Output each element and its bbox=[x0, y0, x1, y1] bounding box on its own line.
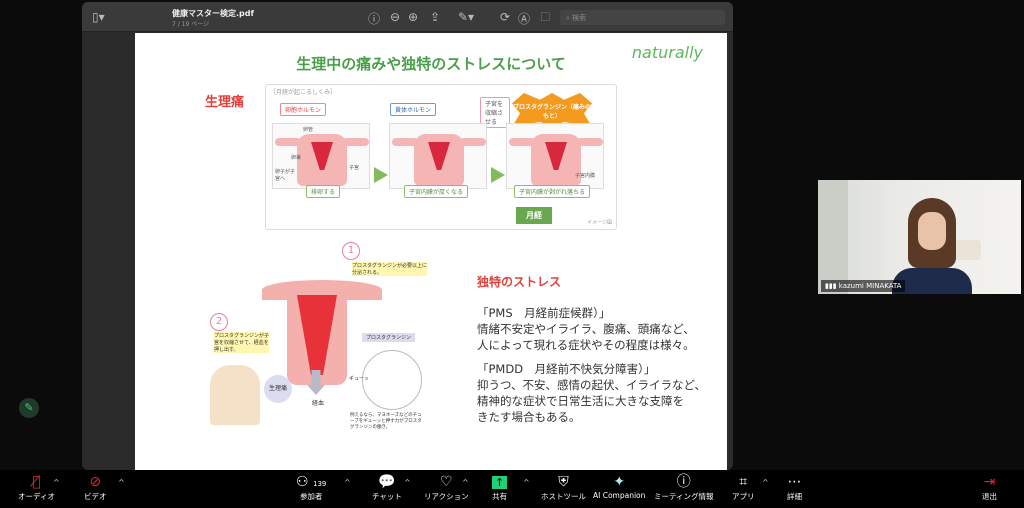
annotate-pen-button[interactable]: ✎ bbox=[19, 398, 39, 418]
audio-button[interactable]: 🎙̸オーディオ bbox=[18, 474, 55, 501]
slide-title: 生理中の痛みや独特のストレスについて bbox=[296, 55, 566, 73]
slide-page: 生理中の痛みや独特のストレスについて naturally 生理痛 ［月経が起こる… bbox=[135, 33, 727, 470]
sparkle-icon: ✦ bbox=[613, 474, 626, 490]
diagram-caption: ［月経が起こるしくみ］ bbox=[270, 89, 337, 96]
tube-illustration bbox=[362, 350, 422, 410]
label-oviduct: 卵管 bbox=[303, 127, 314, 133]
more-button[interactable]: ⋯詳細 bbox=[787, 474, 802, 501]
result-menstruation: 月経 bbox=[516, 207, 552, 224]
panel-shed: 子宮内膜 bbox=[506, 123, 604, 189]
info-icon: ⓘ bbox=[676, 474, 691, 490]
pain-label: 生理痛 bbox=[264, 375, 292, 403]
info-icon[interactable]: ⓘ bbox=[368, 12, 381, 26]
label-hormone1: 卵胞ホルモン bbox=[280, 103, 327, 116]
pmdd-line: 精神的な症状で日常生活に大きな支障を bbox=[477, 394, 684, 408]
prostaglandin-illustration: 1 プロスタグランジンが必要以上に分泌される。 2 プロスタグランジンが子宮を収… bbox=[202, 240, 432, 445]
person-illustration bbox=[210, 365, 260, 425]
share-button[interactable]: ↑共有 bbox=[492, 474, 508, 501]
section-heading-stress: 独特のストレス bbox=[477, 275, 562, 289]
participants-caret[interactable]: ^ bbox=[344, 478, 351, 487]
page-info: 7 / 19 ページ bbox=[172, 21, 210, 28]
share-screen-icon: ↑ bbox=[492, 474, 508, 491]
note-1: プロスタグランジンが必要以上に分泌される。 bbox=[352, 262, 428, 276]
apps-button[interactable]: ⌗アプリ bbox=[732, 474, 755, 501]
markup-icon[interactable]: ✎▾ bbox=[458, 10, 475, 24]
label-uterus: 子宮 bbox=[349, 165, 360, 171]
chat-icon: 💬 bbox=[378, 474, 396, 490]
prostaglandin-burst: プロスタグランジン（痛みのもと） bbox=[512, 93, 592, 127]
heart-icon: ♡ bbox=[440, 474, 453, 490]
pms-line: 人によって現れる症状やその程度は様々。 bbox=[477, 338, 695, 352]
leave-button[interactable]: ⇥退出 bbox=[982, 474, 997, 501]
video-off-icon: ⊘ bbox=[89, 474, 102, 490]
blood-label: 経血 bbox=[312, 400, 325, 407]
note-2: プロスタグランジンが子宮を収縮させて、経血を押し出す。 bbox=[214, 332, 270, 353]
arrow-icon bbox=[374, 167, 388, 183]
video-options-caret[interactable]: ^ bbox=[118, 478, 125, 487]
chat-caret[interactable]: ^ bbox=[404, 478, 411, 487]
pmdd-line: きたす場合もある。 bbox=[477, 410, 581, 424]
brand-logo: naturally bbox=[631, 43, 703, 62]
step-ovulate: 排卵する bbox=[306, 185, 341, 198]
label-lining: 子宮内膜 bbox=[575, 173, 596, 179]
squeeze-label: ギューッ bbox=[349, 376, 370, 382]
stress-text: 「PMS 月経前症候群）」 情緒不安定やイライラ、腹痛、頭痛など、 人によって現… bbox=[477, 305, 706, 425]
viewer-toolbar: ▯▾ 健康マスター検定.pdf 7 / 19 ページ ⓘ ⊖ ⊕ ⇪ ✎▾ ⟳ … bbox=[82, 2, 733, 32]
participant-name: ▮▮▮ kazumi MINAKATA bbox=[821, 280, 906, 292]
label-egg: 卵子が子宮へ bbox=[275, 169, 296, 182]
panel-thicken bbox=[389, 123, 487, 189]
apps-icon: ⌗ bbox=[739, 474, 748, 490]
rotate-icon[interactable]: ⟳ bbox=[500, 10, 511, 24]
menstruation-diagram: ［月経が起こるしくみ］ 卵胞ホルモン 黄体ホルモン 子宮を収縮させる プロスタグ… bbox=[265, 84, 617, 230]
step-shed: 子宮内膜が剥がれ落ちる bbox=[514, 185, 591, 198]
exit-icon: ⇥ bbox=[983, 474, 996, 490]
form-icon[interactable]: ☐ bbox=[540, 10, 551, 24]
muted-mic-icon: 🎙̸ bbox=[32, 474, 41, 490]
step-number-1: 1 bbox=[342, 242, 360, 260]
ai-companion-button[interactable]: ✦AI Companion bbox=[593, 474, 646, 500]
share-caret[interactable]: ^ bbox=[523, 478, 530, 487]
pmdd-line: 抑うつ、不安、感情の起伏、イライラなど、 bbox=[477, 378, 706, 392]
more-icon: ⋯ bbox=[787, 474, 802, 490]
file-name: 健康マスター検定.pdf bbox=[172, 9, 254, 18]
search-input[interactable]: ⌕ 検索 bbox=[560, 10, 725, 25]
sidebar-toggle-icon[interactable]: ▯▾ bbox=[92, 10, 105, 24]
step-number-2: 2 bbox=[210, 313, 228, 331]
image-note: イメージ図 bbox=[587, 220, 612, 226]
video-button[interactable]: ⊘ビデオ bbox=[84, 474, 107, 501]
zoom-out-icon[interactable]: ⊖ bbox=[390, 10, 401, 24]
pdf-viewer-window: ▯▾ 健康マスター検定.pdf 7 / 19 ページ ⓘ ⊖ ⊕ ⇪ ✎▾ ⟳ … bbox=[82, 2, 733, 470]
pms-line: 情緒不安定やイライラ、腹痛、頭痛など、 bbox=[477, 322, 695, 336]
chat-button[interactable]: 💬チャット bbox=[372, 474, 402, 501]
participant-video bbox=[892, 198, 972, 294]
pms-heading: 「PMS 月経前症候群）」 bbox=[477, 306, 611, 320]
reactions-button[interactable]: ♡リアクション bbox=[424, 474, 469, 501]
apps-caret[interactable]: ^ bbox=[762, 478, 769, 487]
share-icon[interactable]: ⇪ bbox=[430, 10, 441, 24]
analogy-note: 例えるなら、マヨネーズなどのチューブをギューッと押す力がプロスタグランジンの働き… bbox=[350, 413, 422, 430]
host-tools-button[interactable]: ⛨ホストツール bbox=[541, 474, 586, 501]
panel-ovulation: 卵管 卵巣 子宮 卵子が子宮へ bbox=[272, 123, 370, 189]
zoom-in-icon[interactable]: ⊕ bbox=[408, 10, 419, 24]
reactions-caret[interactable]: ^ bbox=[462, 478, 469, 487]
section-heading-pain: 生理痛 bbox=[205, 95, 245, 110]
prostaglandin-tag: プロスタグランジン bbox=[362, 333, 416, 342]
label-hormone2: 黄体ホルモン bbox=[390, 103, 437, 116]
participant-video-tile[interactable]: ▮▮▮ kazumi MINAKATA bbox=[818, 180, 1021, 294]
label-ovary: 卵巣 bbox=[291, 155, 302, 161]
label-contract: 子宮を収縮させる bbox=[480, 97, 510, 128]
participants-icon: ⚇ 139 bbox=[296, 474, 327, 490]
audio-options-caret[interactable]: ^ bbox=[53, 478, 60, 487]
arrow-icon bbox=[491, 167, 505, 183]
annotate-icon[interactable]: Ⓐ bbox=[518, 12, 531, 26]
step-thicken: 子宮内膜が厚くなる bbox=[404, 185, 469, 198]
pmdd-heading: 「PMDD 月経前不快気分障害）」 bbox=[477, 362, 656, 376]
shield-icon: ⛨ bbox=[558, 474, 569, 490]
